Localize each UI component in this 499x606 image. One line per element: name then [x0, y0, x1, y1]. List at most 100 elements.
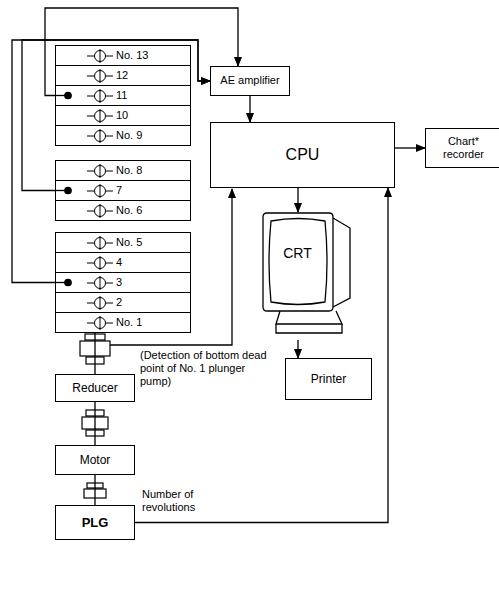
- plg-box: PLG: [55, 505, 135, 540]
- reducer-box: Reducer: [55, 374, 135, 402]
- pump-row: 4: [55, 252, 191, 273]
- symbol-dash: [106, 283, 113, 284]
- symbol-dash: [87, 211, 94, 212]
- symbol-bar: [100, 49, 101, 63]
- sensor-dots: [55, 92, 71, 285]
- pump-symbol: [85, 46, 115, 66]
- pump-symbol: [85, 201, 115, 221]
- printer-box: Printer: [285, 358, 372, 400]
- edge-label: Number of revolutions: [142, 488, 206, 514]
- pump-number: No. 9: [116, 129, 142, 142]
- symbol-dash: [106, 171, 113, 172]
- symbol-bar: [100, 109, 101, 123]
- crt-part: [333, 218, 350, 307]
- pump-symbol: [85, 66, 115, 86]
- symbol-dash: [106, 211, 113, 212]
- signal-arrow: [395, 147, 425, 148]
- motor-box: Motor: [55, 445, 135, 475]
- pump-row: No. 6: [55, 200, 191, 221]
- symbol-dash: [106, 323, 113, 324]
- symbol-bar: [100, 204, 101, 218]
- symbol-dash: [106, 76, 113, 77]
- pump-number: 12: [116, 69, 128, 82]
- pump-row: No. 9: [55, 125, 191, 146]
- symbol-dash: [87, 136, 94, 137]
- pump-symbol: [85, 106, 115, 126]
- cpu-box: CPU: [210, 122, 395, 188]
- box-label: Printer: [311, 372, 346, 386]
- box-label: Chart* recorder: [426, 135, 499, 161]
- sensor-dot: [65, 187, 71, 193]
- pump-symbol: [85, 253, 115, 273]
- crt-part: [276, 324, 342, 333]
- symbol-dash: [87, 263, 94, 264]
- symbol-dash: [87, 323, 94, 324]
- pump-row: 12: [55, 65, 191, 86]
- symbol-dash: [106, 303, 113, 304]
- crt-part: [276, 311, 342, 324]
- pump-row: 2: [55, 292, 191, 313]
- symbol-bar: [100, 69, 101, 83]
- crt-part: [263, 213, 333, 311]
- pump-number: No. 6: [116, 204, 142, 217]
- pump-number: No. 13: [116, 49, 148, 62]
- signal-arrow: [135, 188, 388, 523]
- box-label: Reducer: [72, 381, 117, 395]
- pump-symbol: [85, 233, 115, 253]
- signal-arrow: [12, 40, 210, 283]
- pump-row: 11: [55, 85, 191, 106]
- pump-symbol: [85, 273, 115, 293]
- symbol-dash: [106, 56, 113, 57]
- detection-line: [110, 189, 232, 345]
- crt-screen: CRT: [262, 244, 333, 262]
- pump-symbol: [85, 86, 115, 106]
- pump-row: 3: [55, 272, 191, 293]
- symbol-dash: [106, 263, 113, 264]
- shaft-line: [94, 402, 95, 445]
- annotation-box: (Detection of bottom dead point of No. 1…: [140, 349, 275, 389]
- pump-symbol: [85, 313, 115, 333]
- pump-number: 4: [116, 256, 122, 269]
- symbol-bar: [100, 236, 101, 250]
- pump-number: No. 8: [116, 164, 142, 177]
- pump-number: 7: [116, 184, 122, 197]
- pump-number: No. 1: [116, 316, 142, 329]
- symbol-dash: [87, 191, 94, 192]
- symbol-dash: [87, 303, 94, 304]
- pump-row: No. 1: [55, 312, 191, 333]
- symbol-dash: [87, 56, 94, 57]
- pump-symbol: [85, 126, 115, 146]
- crt-part: [269, 219, 327, 305]
- shaft-line: [94, 475, 95, 505]
- pump-row: No. 8: [55, 160, 191, 181]
- pump-number: No. 5: [116, 236, 142, 249]
- symbol-dash: [87, 116, 94, 117]
- symbol-dash: [87, 243, 94, 244]
- symbol-bar: [100, 256, 101, 270]
- box-label: AE amplifier: [220, 74, 279, 87]
- symbol-bar: [100, 184, 101, 198]
- pump-symbol: [85, 161, 115, 181]
- pump-row: 7: [55, 180, 191, 201]
- box-label: CRT: [283, 245, 312, 262]
- symbol-dash: [87, 171, 94, 172]
- symbol-bar: [100, 89, 101, 103]
- pump-number: 11: [116, 89, 127, 102]
- sensor-dot: [65, 279, 71, 285]
- box-label: PLG: [82, 515, 109, 531]
- sensor-dot: [65, 92, 71, 98]
- symbol-dash: [106, 191, 113, 192]
- pump-number: 2: [116, 296, 122, 309]
- pump-symbol: [85, 181, 115, 201]
- symbol-dash: [106, 96, 113, 97]
- symbol-bar: [100, 129, 101, 143]
- symbol-bar: [100, 296, 101, 310]
- edge-label-box: Number of revolutions: [142, 488, 206, 514]
- signal-arrow: [297, 340, 298, 358]
- symbol-dash: [87, 76, 94, 77]
- symbol-dash: [106, 136, 113, 137]
- amplifier-box: AE amplifier: [210, 66, 290, 96]
- symbol-bar: [100, 276, 101, 290]
- pump-row: No. 5: [55, 232, 191, 253]
